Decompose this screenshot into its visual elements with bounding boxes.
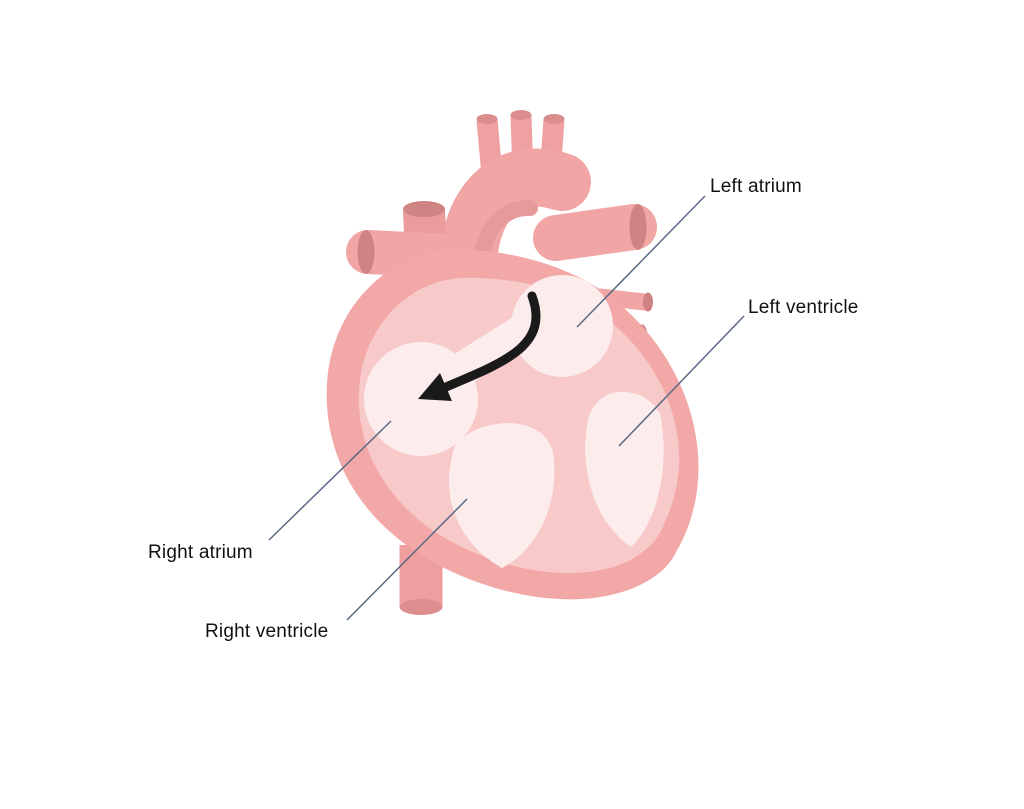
arrow-head <box>418 373 452 401</box>
vessel-opening <box>399 599 443 615</box>
leader-line-right-ventricle <box>346 498 468 621</box>
leader-line-right-atrium <box>268 420 392 541</box>
vessel-opening <box>476 114 498 124</box>
leader-line-left-ventricle <box>618 315 745 447</box>
leader-line-left-atrium <box>576 195 706 328</box>
right-ventricle-chamber <box>448 423 555 568</box>
left-pulmonary-vessel <box>533 204 657 261</box>
left-ventricle-chamber <box>585 391 664 547</box>
label-left-ventricle: Left ventricle <box>748 297 859 318</box>
arrow-shaft <box>441 291 541 392</box>
label-left-atrium: Left atrium <box>710 176 802 197</box>
vessel-opening <box>643 292 653 312</box>
label-right-ventricle: Right ventricle <box>205 621 329 642</box>
vessel-opening <box>357 230 375 274</box>
vessel-opening <box>629 204 647 250</box>
left-atrium-chamber <box>511 275 613 377</box>
blood-flow-arrow-icon <box>418 291 541 401</box>
vessel-opening <box>403 201 445 217</box>
vessel-opening <box>543 114 565 124</box>
vessel-opening <box>510 110 532 120</box>
leader-lines <box>268 195 745 621</box>
label-right-atrium: Right atrium <box>148 542 253 563</box>
